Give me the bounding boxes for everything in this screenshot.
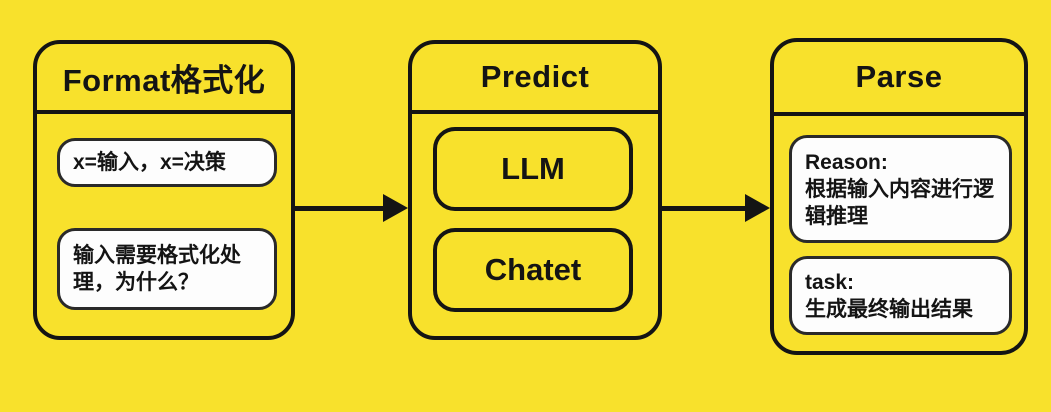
chip-llm: LLM bbox=[433, 127, 633, 211]
node-parse-title: Parse bbox=[855, 59, 943, 94]
chip-task-text: 生成最终输出结果 bbox=[805, 297, 973, 321]
chip-llm-text: LLM bbox=[501, 151, 565, 186]
chip-format-input: x=输入，x=决策 bbox=[57, 138, 277, 187]
chip-task-label: task: bbox=[805, 270, 855, 294]
arrowhead-right-icon bbox=[745, 194, 770, 222]
chip-reason: Reason: 根据输入内容进行逻辑推理 bbox=[789, 135, 1012, 243]
node-predict-title: Predict bbox=[480, 59, 590, 94]
chip-format-question-text: 输入需要格式化处理，为什么？ bbox=[73, 244, 241, 294]
arrow-line bbox=[662, 206, 754, 211]
node-parse-header: Parse bbox=[774, 42, 1024, 116]
chip-chatet: Chatet bbox=[433, 228, 633, 312]
node-predict-header: Predict bbox=[412, 44, 658, 114]
node-parse: Parse Reason: 根据输入内容进行逻辑推理 task: 生成最终输出结… bbox=[770, 38, 1028, 355]
chip-format-question: 输入需要格式化处理，为什么？ bbox=[57, 228, 277, 310]
chip-chatet-text: Chatet bbox=[484, 252, 582, 287]
chip-task: task: 生成最终输出结果 bbox=[789, 256, 1012, 335]
chip-format-input-text: x=输入，x=决策 bbox=[73, 151, 226, 174]
node-predict: Predict LLM Chatet bbox=[408, 40, 662, 340]
node-format-title: Format格式化 bbox=[62, 62, 266, 98]
arrow-format-to-predict bbox=[295, 194, 408, 223]
arrow-line bbox=[295, 206, 392, 211]
chip-reason-text: 根据输入内容进行逻辑推理 bbox=[805, 177, 994, 228]
arrowhead-right-icon bbox=[383, 194, 408, 222]
node-format: Format格式化 x=输入，x=决策 输入需要格式化处理，为什么？ bbox=[33, 40, 295, 340]
arrow-predict-to-parse bbox=[662, 194, 770, 223]
node-format-header: Format格式化 bbox=[37, 44, 291, 114]
chip-reason-label: Reason: bbox=[805, 150, 888, 174]
